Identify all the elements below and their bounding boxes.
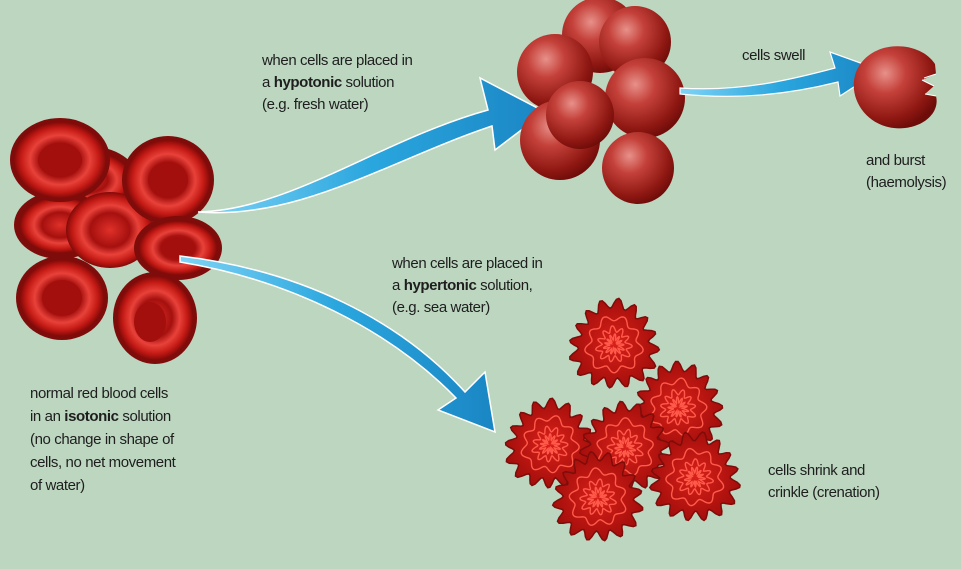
shrink-line-1: cells shrink and xyxy=(768,460,880,482)
burst-label: and burst (haemolysis) xyxy=(866,150,946,194)
burst-cell xyxy=(854,46,937,128)
crenated-cell-cluster xyxy=(506,298,740,540)
hypertonic-line-3: (e.g. sea water) xyxy=(392,297,543,319)
swollen-cell xyxy=(602,132,674,204)
normal-line-4: cells, no net movement xyxy=(30,451,175,474)
swollen-cell xyxy=(546,81,614,149)
normal-line-2: in an isotonic solution xyxy=(30,405,175,428)
normal-line-3: (no change in shape of xyxy=(30,428,175,451)
crenated-cell xyxy=(570,298,660,387)
burst-line-2: (haemolysis) xyxy=(866,172,946,194)
hypotonic-term: hypotonic xyxy=(274,74,342,91)
shrink-label: cells shrink and crinkle (crenation) xyxy=(768,460,880,504)
normal-cell xyxy=(16,256,108,340)
normal-line-5: of water) xyxy=(30,474,175,497)
hypotonic-line-3: (e.g. fresh water) xyxy=(262,94,413,116)
hypotonic-line-1: when cells are placed in xyxy=(262,50,413,72)
shrink-line-2: crinkle (crenation) xyxy=(768,482,880,504)
hypotonic-label: when cells are placed in a hypotonic sol… xyxy=(262,50,413,116)
swollen-cell xyxy=(605,58,685,138)
swell-label: cells swell xyxy=(742,45,805,67)
normal-cell xyxy=(113,272,197,364)
hypotonic-line-2: a hypotonic solution xyxy=(262,72,413,94)
hypertonic-label: when cells are placed in a hypertonic so… xyxy=(392,253,543,319)
normal-cell-cluster xyxy=(10,118,222,364)
normal-cell xyxy=(122,136,214,224)
hypertonic-line-2: a hypertonic solution, xyxy=(392,275,543,297)
hypertonic-line-1: when cells are placed in xyxy=(392,253,543,275)
hypertonic-term: hypertonic xyxy=(404,277,477,294)
swollen-cell-cluster xyxy=(517,0,685,204)
normal-cell xyxy=(134,216,222,280)
normal-line-1: normal red blood cells xyxy=(30,382,175,405)
normal-cell xyxy=(10,118,110,202)
burst-line-1: and burst xyxy=(866,150,946,172)
normal-label: normal red blood cells in an isotonic so… xyxy=(30,382,175,497)
isotonic-term: isotonic xyxy=(64,408,118,425)
